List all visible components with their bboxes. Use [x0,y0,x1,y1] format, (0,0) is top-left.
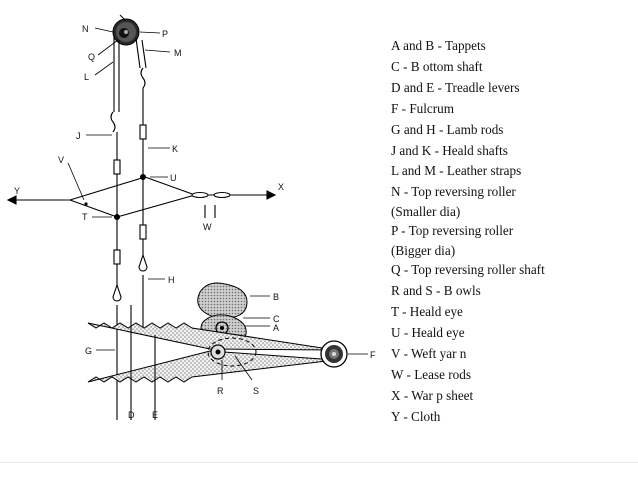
label-d: D [128,410,135,420]
legend-item: (Smaller dia) [391,204,461,220]
label-b: B [273,292,279,302]
legend-item: Y - Cloth [391,408,441,424]
label-x: X [278,182,284,192]
legend-item: D and E - Treadle levers [391,79,520,95]
bowls [210,344,226,360]
label-s: S [253,386,259,396]
label-e: E [152,410,158,420]
treadle-levers [87,322,336,383]
label-g: G [85,346,92,356]
divider [0,462,638,463]
heald-eye-t [114,214,120,220]
legend-item: (Bigger dia) [391,243,456,259]
legend-item: F - Fulcrum [391,100,455,116]
legend-item: C - B ottom shaft [391,58,483,74]
legend-item: J and K - Heald shafts [391,142,508,158]
legend-item: G and H - Lamb rods [391,121,504,137]
legend-item: V - Weft yar n [391,345,467,361]
label-y: Y [14,186,20,196]
label-q: Q [88,52,95,62]
label-a: A [273,323,279,333]
legend-item: Q - Top reversing roller shaft [391,262,545,278]
label-l: L [84,72,89,82]
warp-shed [6,176,277,218]
legend-item: N - Top reversing roller [391,184,516,200]
legend-item: L and M - Leather straps [391,163,522,179]
label-c: C [273,314,280,324]
label-n: N [82,24,89,34]
label-k: K [172,144,178,154]
label-w: W [203,222,212,232]
label-j: J [76,131,81,141]
legend-item: U - Heald eye [391,324,465,340]
weft-yarn [84,202,88,206]
tappet-shedding-diagram: N P Q M L J K V U Y X T W H B C A G F R … [6,14,376,420]
heald-eye-u [140,174,146,180]
label-p: P [162,29,168,39]
label-h: H [168,275,175,285]
label-m: M [174,48,182,58]
legend-item: R and S - B owls [391,283,481,299]
left-heald-shaft [110,36,122,420]
legend-item: A and B - Tappets [391,38,486,53]
label-t: T [82,212,88,222]
legend-item: W - Lease rods [391,366,471,382]
label-u: U [170,173,177,183]
fulcrum [320,340,348,368]
label-v: V [58,155,64,165]
legend-item: P - Top reversing roller [391,223,514,239]
right-heald-shaft [135,37,148,330]
top-reversing-roller [112,18,140,46]
label-f: F [370,350,376,360]
label-r: R [217,386,224,396]
legend-item: T - Heald eye [391,303,463,319]
legend-list: A and B - Tappets C - B ottom shaft D an… [391,36,631,427]
legend-item: X - War p sheet [391,387,474,403]
